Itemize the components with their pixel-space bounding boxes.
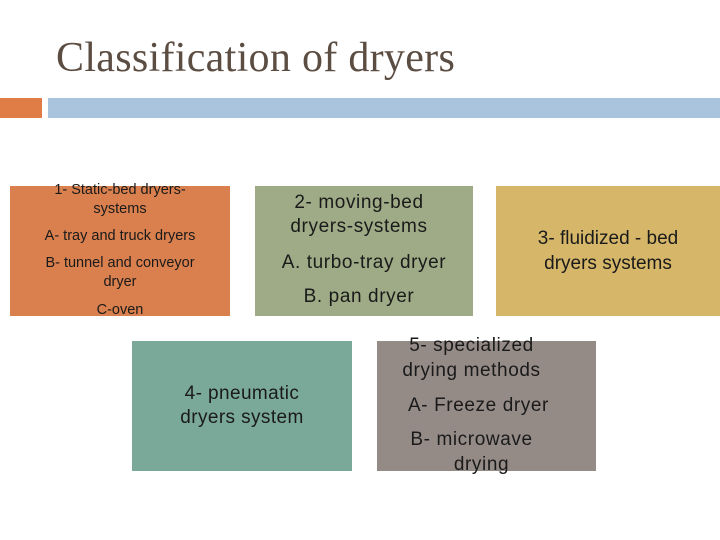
pneumatic-dryers-box: 4- pneumatic dryers system [132, 341, 352, 471]
specialized-item-b-line2: drying [453, 454, 510, 475]
slide-title: Classification of dryers [56, 35, 456, 81]
fluidized-bed-heading-line2: dryers systems [544, 253, 672, 274]
specialized-item-b-line1: B- microwave [410, 429, 533, 450]
moving-bed-item-a: A. turbo-tray dryer [281, 252, 447, 273]
specialized-drying-box: 5- specialized drying methods A- Freeze … [377, 335, 596, 475]
pneumatic-heading-line1: 4- pneumatic [184, 383, 300, 404]
static-bed-heading-line1: 1- Static-bed dryers- [54, 182, 186, 198]
moving-bed-dryers-box: 2- moving-bed dryers-systems A. turbo-tr… [255, 186, 473, 316]
static-bed-heading-line2: systems [93, 201, 147, 217]
moving-bed-heading-line1: 2- moving-bed [294, 192, 424, 213]
moving-bed-item-b: B. pan dryer [303, 286, 415, 307]
specialized-heading-line2: drying methods [402, 360, 541, 381]
pneumatic-heading-line2: dryers system [180, 407, 304, 428]
moving-bed-heading-line2: dryers-systems [290, 216, 428, 237]
fluidized-bed-dryers-box: 3- fluidized - bed dryers systems [496, 186, 720, 316]
title-accent-bar [0, 98, 42, 118]
specialized-item-a: A- Freeze dryer [408, 395, 549, 416]
specialized-heading-line1: 5- specialized [409, 335, 534, 356]
static-bed-item-c: C-oven [96, 302, 144, 318]
static-bed-item-b-line2: dryer [103, 274, 137, 290]
fluidized-bed-heading-line1: 3- fluidized - bed [537, 228, 679, 249]
title-underline-bar [48, 98, 720, 118]
static-bed-dryers-box: 1- Static-bed dryers- systems A- tray an… [10, 182, 230, 318]
static-bed-item-b-line1: B- tunnel and conveyor [45, 255, 195, 271]
static-bed-item-a: A- tray and truck dryers [44, 228, 196, 244]
